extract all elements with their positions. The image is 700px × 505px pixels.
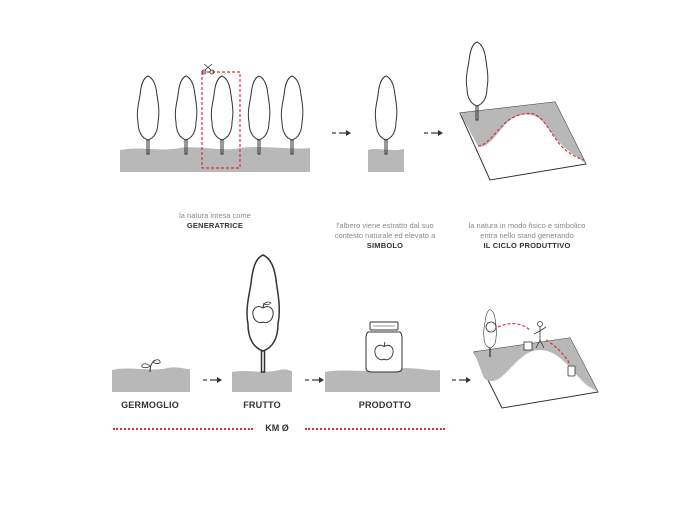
person-icon xyxy=(533,321,547,349)
caption-text: la natura in modo fisico e simbolico ent… xyxy=(468,221,586,240)
ground-strip xyxy=(112,367,190,392)
caption-ciclo: la natura in modo fisico e simbolico ent… xyxy=(452,211,602,261)
tree-icon xyxy=(247,75,271,155)
km-line-right xyxy=(305,428,445,430)
basket-icon xyxy=(523,341,533,351)
apple-icon xyxy=(485,321,497,333)
jar-icon xyxy=(567,365,576,377)
km-line-left xyxy=(113,428,253,430)
arrow-icon xyxy=(423,129,444,137)
forest-panel xyxy=(120,63,310,172)
caption-text: l'albero viene estratto dal suo contesto… xyxy=(334,221,436,240)
tree-icon xyxy=(136,75,160,155)
sprout-icon xyxy=(141,359,161,373)
caption-generatrice: la natura intesa come GENERATRICE xyxy=(160,211,270,231)
final-stand-panel xyxy=(473,309,599,409)
stand-ground xyxy=(460,102,586,164)
sprout-panel xyxy=(112,359,190,392)
arrow-icon xyxy=(202,376,223,384)
selection-box xyxy=(201,71,241,169)
stage-label-frutto: FRUTTO xyxy=(243,400,281,410)
symbol-panel xyxy=(368,75,404,172)
stand-panel xyxy=(459,41,587,181)
tree-icon xyxy=(174,75,198,155)
caption-bold: IL CICLO PRODUTTIVO xyxy=(483,241,571,250)
km-label: KM Ø xyxy=(265,423,289,433)
jar-icon xyxy=(365,321,403,373)
fruit-panel xyxy=(232,254,292,392)
stage-label-germoglio: GERMOGLIO xyxy=(121,400,179,410)
red-path xyxy=(545,339,571,365)
stage-label-prodotto: PRODOTTO xyxy=(358,400,412,410)
ground-strip xyxy=(232,369,292,392)
tree-icon xyxy=(210,75,234,155)
caption-text: la natura intesa come xyxy=(179,211,251,220)
caption-bold: GENERATRICE xyxy=(186,221,244,230)
ground-strip xyxy=(325,368,440,392)
red-path xyxy=(497,323,531,331)
arrow-icon xyxy=(331,129,352,137)
arrow-icon xyxy=(304,376,325,384)
red-path xyxy=(477,112,585,161)
arrow-icon xyxy=(451,376,472,384)
product-panel xyxy=(325,321,440,392)
caption-simbolo: l'albero viene estratto dal suo contesto… xyxy=(320,211,450,261)
ground-strip xyxy=(368,149,404,172)
apple-icon xyxy=(252,301,274,324)
stand-ground xyxy=(474,338,598,392)
caption-bold: SIMBOLO xyxy=(366,241,404,250)
tree-icon xyxy=(280,75,304,155)
tree-icon xyxy=(374,75,398,155)
tree-icon xyxy=(465,41,489,121)
scissors-icon xyxy=(201,63,215,75)
ground-strip xyxy=(120,147,310,172)
